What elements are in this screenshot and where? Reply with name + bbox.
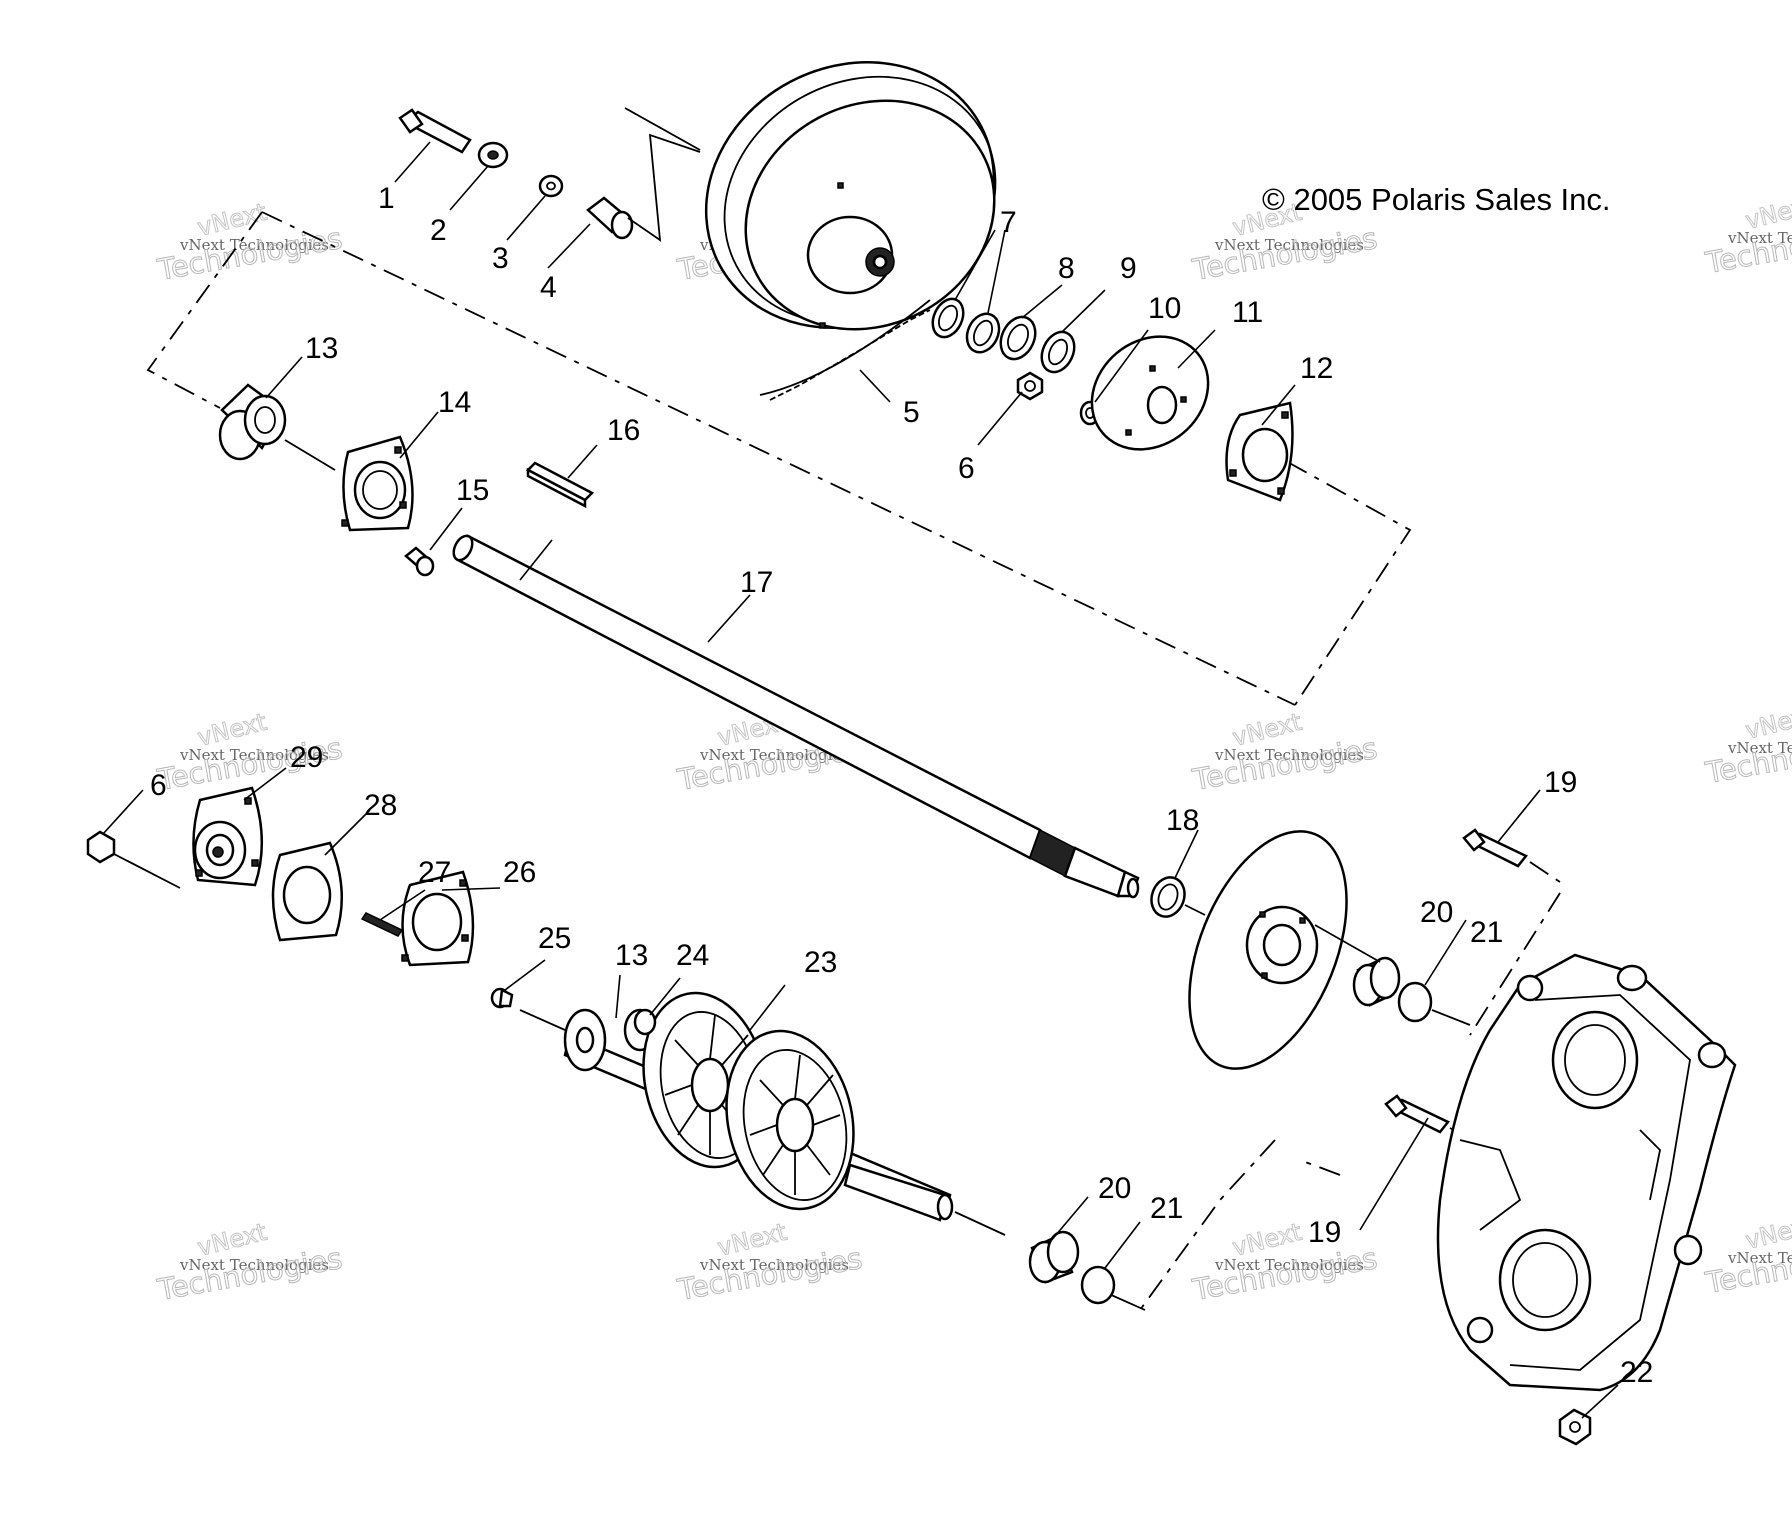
callout-13-top: 13 (305, 332, 338, 365)
callout-16: 16 (607, 414, 640, 447)
seal-part-21-lower (1080, 1265, 1116, 1305)
svg-text:Technologies: Technologies (154, 221, 344, 287)
nut-part-6-top (1016, 371, 1044, 401)
svg-text:Technologies: Technologies (154, 1241, 344, 1307)
bearing-part-13-top (218, 383, 287, 461)
svg-text:vNext Technologies: vNext Technologies (699, 1256, 849, 1274)
bearing-part-20-lower (1028, 1230, 1080, 1284)
callout-14: 14 (438, 386, 471, 419)
disc-plate (1188, 830, 1348, 1070)
callout-21-lower: 21 (1150, 1192, 1183, 1225)
key-part-16 (525, 461, 595, 509)
bolt-part-25 (490, 987, 514, 1009)
watermark: vNext vNext Technologies Technologies (674, 1217, 865, 1307)
svg-text:Technologies: Technologies (1189, 1241, 1379, 1307)
callout-17: 17 (740, 566, 773, 599)
callout-20-lower: 20 (1098, 1172, 1131, 1205)
callout-11: 11 (1232, 296, 1263, 329)
plate-part-29 (192, 786, 264, 887)
svg-text:vNext Technologies: vNext Technologies (1214, 236, 1364, 254)
callout-8: 8 (1058, 252, 1075, 285)
callout-9: 9 (1120, 252, 1137, 285)
callout-24: 24 (676, 939, 709, 972)
svg-text:Technologies: Technologies (674, 1241, 864, 1307)
gasket-part-28 (271, 841, 344, 942)
svg-text:vNext Technologies: vNext Technologies (1727, 229, 1792, 247)
chaincase-housing (1436, 953, 1737, 1392)
callout-labels: 1 2 3 4 5 7 8 9 10 11 12 6 13 14 15 16 1… (150, 182, 1653, 1389)
nut-part-6-bottom (86, 830, 116, 864)
svg-text:vNext Technologies: vNext Technologies (179, 1256, 329, 1274)
callout-4: 4 (540, 271, 557, 304)
callout-5: 5 (903, 396, 920, 429)
bushing-part-4 (586, 196, 634, 240)
o-ring-part-9 (1040, 330, 1076, 374)
svg-text:Technologies: Technologies (1189, 221, 1379, 287)
flange-part-12 (1225, 401, 1294, 502)
drive-shaft-part-23 (563, 991, 954, 1222)
shaft-part-17 (452, 534, 1140, 899)
o-ring-part-18 (1150, 876, 1186, 918)
callout-29: 29 (290, 741, 323, 774)
sprocket-part-5 (704, 61, 997, 401)
watermark: vNext vNext Technologies Technologies (1702, 190, 1792, 280)
bolt-part-15 (404, 546, 435, 577)
o-ring-part-8 (999, 315, 1037, 361)
flange-part-26 (401, 870, 475, 967)
bearing-part-24 (633, 1008, 657, 1036)
svg-text:vNext Technologies: vNext Technologies (1727, 1249, 1792, 1267)
callout-6-bottom: 6 (150, 769, 167, 802)
callout-2: 2 (430, 214, 447, 247)
callout-20-upper: 20 (1420, 896, 1453, 929)
watermark: vNext vNext Technologies Technologies (1189, 1217, 1380, 1307)
washer-part-3 (538, 174, 564, 198)
watermark: vNext vNext Technologies Technologies (1189, 707, 1380, 797)
callout-21-upper: 21 (1470, 916, 1503, 949)
watermark: vNext vNext Technologies Technologies (154, 197, 345, 287)
assembly-lines (146, 107, 1561, 1311)
seal-part-21-upper (1397, 981, 1433, 1023)
callout-23: 23 (804, 946, 837, 979)
washer-part-2 (477, 141, 509, 169)
svg-text:Technologies: Technologies (1189, 731, 1379, 797)
svg-text:vNext Technologies: vNext Technologies (1727, 739, 1792, 757)
callout-26: 26 (503, 856, 536, 889)
callout-18: 18 (1166, 804, 1199, 837)
callout-13-bottom: 13 (615, 939, 648, 972)
callout-28: 28 (364, 789, 397, 822)
watermark: vNext vNext Technologies Technologies (1702, 700, 1792, 790)
bolt-part-1 (398, 108, 472, 154)
bolt-part-19-upper (1462, 828, 1528, 868)
svg-text:vNext Technologies: vNext Technologies (1214, 1256, 1364, 1274)
o-ring-part-7 (931, 297, 1001, 354)
svg-text:vNext Technologies: vNext Technologies (1214, 746, 1364, 764)
axis-line (284, 439, 336, 471)
flange-part-14 (341, 435, 414, 532)
callout-15: 15 (456, 474, 489, 507)
watermark: vNext vNext Technologies Technologies (154, 1217, 345, 1307)
callout-3: 3 (492, 242, 509, 275)
plate-part-11 (1090, 335, 1210, 451)
svg-text:vNext Technologies: vNext Technologies (179, 236, 329, 254)
leader-lines (102, 141, 1619, 1419)
callout-6-top: 6 (958, 452, 975, 485)
watermark: vNext vNext Technologies Technologies (1702, 1210, 1792, 1300)
svg-text:vNext Technologies: vNext Technologies (179, 746, 329, 764)
copyright-notice: © 2005 Polaris Sales Inc. (1262, 182, 1611, 217)
callout-19-upper: 19 (1544, 766, 1577, 799)
callout-10: 10 (1148, 292, 1181, 325)
svg-text:vNext Technologies: vNext Technologies (699, 746, 849, 764)
leader-zigzag (627, 133, 701, 242)
bearing-part-20-upper (1352, 956, 1401, 1007)
callout-27: 27 (418, 856, 451, 889)
callout-12: 12 (1300, 352, 1333, 385)
bolt-part-19-lower (1384, 1094, 1450, 1134)
callout-22: 22 (1620, 1356, 1653, 1389)
callout-7: 7 (1000, 206, 1017, 239)
callout-19-lower: 19 (1308, 1216, 1341, 1249)
pin-part-27 (360, 912, 404, 937)
callout-25: 25 (538, 922, 571, 955)
callout-1: 1 (378, 182, 395, 215)
